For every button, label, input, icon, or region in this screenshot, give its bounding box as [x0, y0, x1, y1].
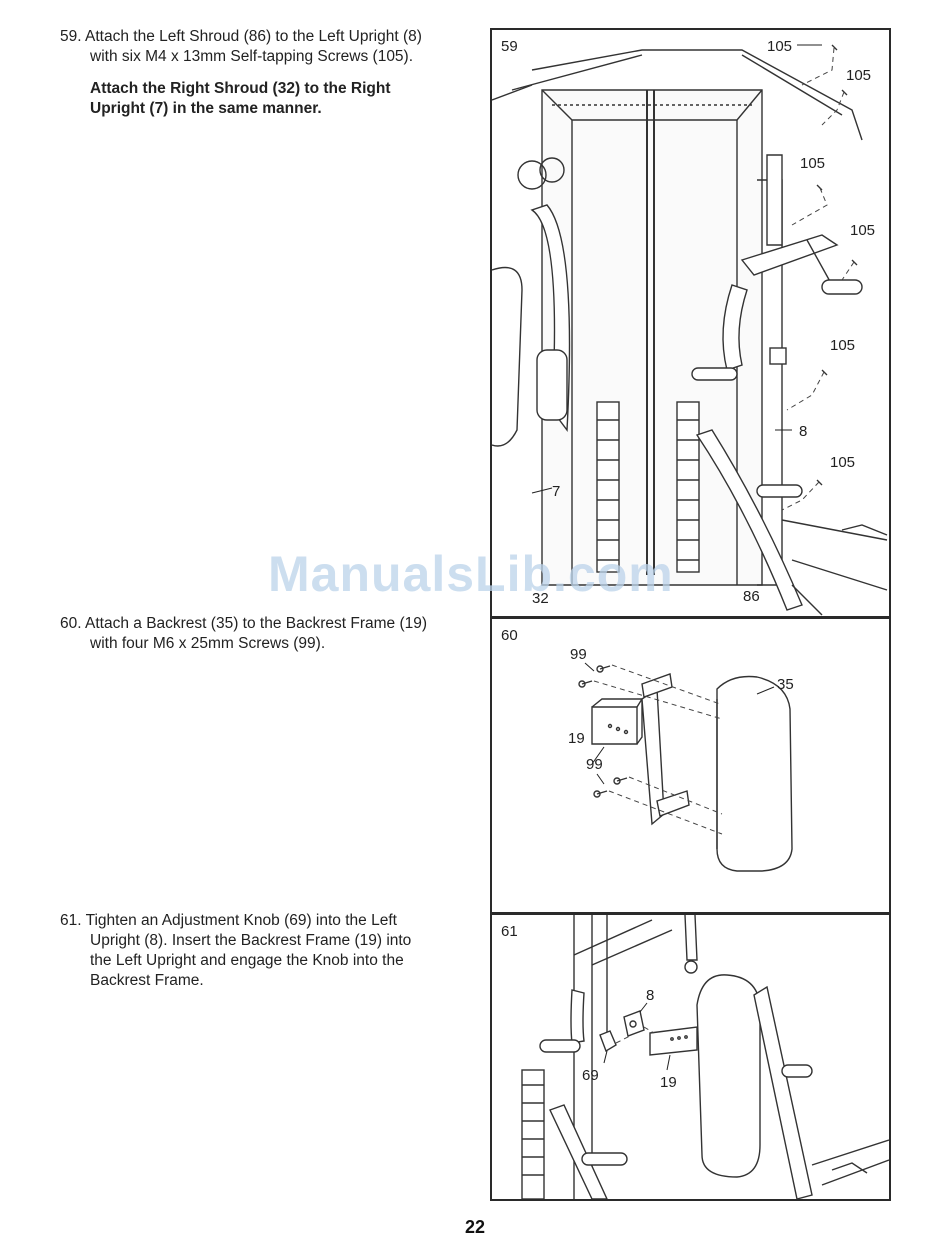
figure-61-number: 61 [501, 923, 518, 940]
page-number: 22 [464, 1217, 486, 1237]
figure-60-drawing: 99 19 99 35 [568, 646, 794, 872]
callout-8: 8 [799, 423, 807, 440]
step-60-line-2: with four M6 x 25mm Screws (99). [90, 635, 326, 652]
figure-61-panel: 8 69 19 61 [490, 913, 891, 1201]
callout-105-c: 105 [800, 155, 825, 172]
callout-105-b: 105 [846, 67, 871, 84]
step-59-line-1: 59. Attach the Left Shroud (86) to the L… [60, 28, 422, 45]
callout-69: 69 [582, 1067, 599, 1084]
callout-8: 8 [646, 987, 654, 1004]
step-61-line-1: 61. Tighten an Adjustment Knob (69) into… [60, 912, 397, 929]
step-59-bold-line-1: Attach the Right Shroud (32) to the Righ… [90, 80, 391, 97]
step-60-line-1: 60. Attach a Backrest (35) to the Backre… [60, 615, 428, 632]
step-60-text: 60. Attach a Backrest (35) to the Backre… [60, 614, 470, 654]
figure-59-panel: 105 105 105 105 105 105 8 7 32 86 59 [490, 28, 891, 618]
step-59-text: 59. Attach the Left Shroud (86) to the L… [60, 27, 470, 119]
callout-86: 86 [743, 588, 760, 605]
callout-32: 32 [532, 590, 549, 607]
callout-105-f: 105 [830, 454, 855, 471]
callout-99-top: 99 [570, 646, 587, 663]
callout-105-a: 105 [767, 38, 792, 55]
callout-19: 19 [568, 730, 585, 747]
callout-105-e: 105 [830, 337, 855, 354]
callout-19: 19 [660, 1074, 677, 1091]
callout-7: 7 [552, 483, 560, 500]
step-61-line-3: the Left Upright and engage the Knob int… [90, 952, 404, 969]
step-61-line-2: Upright (8). Insert the Backrest Frame (… [90, 932, 412, 949]
step-61-text: 61. Tighten an Adjustment Knob (69) into… [60, 911, 470, 991]
figure-61-drawing: 8 69 19 [521, 915, 889, 1199]
figure-60-number: 60 [501, 627, 518, 644]
callout-35: 35 [777, 676, 794, 693]
callout-105-d: 105 [850, 222, 875, 239]
step-61-line-4: Backrest Frame. [90, 972, 204, 989]
step-59-bold-line-2: Upright (7) in the same manner. [90, 100, 322, 117]
figure-60-panel: 99 19 99 35 60 [490, 617, 891, 914]
step-59-line-2: with six M4 x 13mm Self-tapping Screws (… [90, 48, 414, 65]
figure-59-number: 59 [501, 38, 518, 55]
callout-99-bottom: 99 [586, 756, 603, 773]
figure-59-drawing: 105 105 105 105 105 105 8 7 32 86 [492, 38, 888, 616]
